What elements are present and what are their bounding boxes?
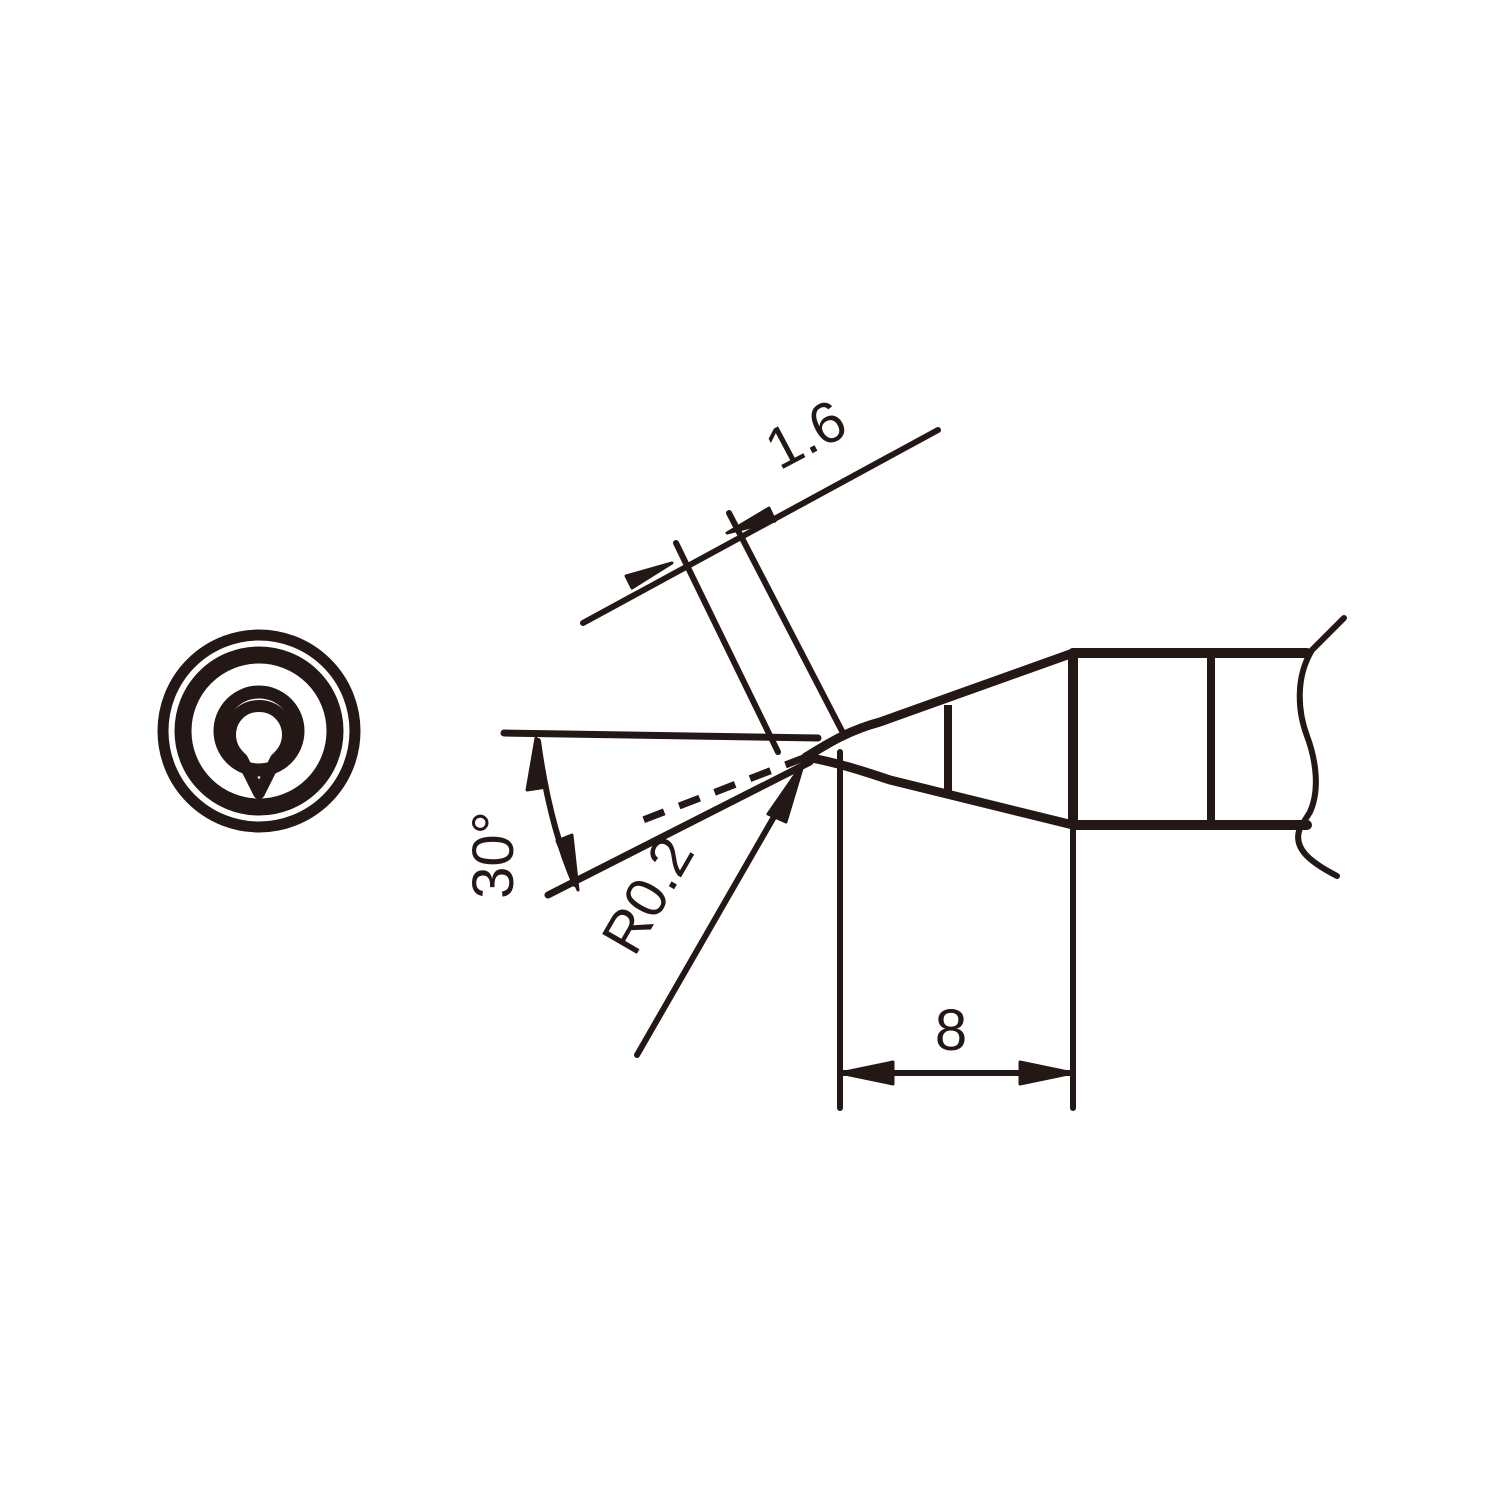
end-view-inner-ring xyxy=(213,685,305,777)
dimension-1-6-group: 1.6 xyxy=(580,387,941,755)
dimension-30-degrees-label: 30° xyxy=(461,811,526,899)
dimension-8-label: 8 xyxy=(935,998,967,1063)
dimension-30-group: 30° xyxy=(461,729,822,899)
dim-r0-2-leader-line xyxy=(634,772,801,1058)
dim-8-arrowhead-right xyxy=(1018,1060,1075,1086)
dimension-r0-2-label: R0.2 xyxy=(589,826,707,965)
end-view-outer-ring xyxy=(157,629,361,833)
dim-r0-2-arrowhead xyxy=(766,760,806,824)
dimension-30-arrowhead-bottom xyxy=(555,833,580,892)
dim-8-arrowhead-left xyxy=(838,1060,895,1086)
dim-1-6-arrowhead-left xyxy=(624,561,674,590)
dimension-1-6-label: 1.6 xyxy=(755,387,857,482)
end-view-second-ring xyxy=(174,646,344,816)
angle-reference-lower-line xyxy=(544,758,814,899)
tip-lower-profile xyxy=(801,752,1078,830)
tip-upper-profile xyxy=(801,648,1078,762)
dimension-8-group: 8 xyxy=(837,749,1076,1111)
dim-1-6-dimension-line xyxy=(580,427,941,626)
tip-centerline-dashed xyxy=(641,753,808,824)
dimension-30-arrowhead-top xyxy=(525,736,549,792)
end-view-droplet-icon xyxy=(224,700,294,799)
dim-1-6-arrowhead-right xyxy=(725,506,777,535)
dim-1-6-extension-left xyxy=(673,540,781,755)
angle-reference-horizontal-line xyxy=(500,729,822,742)
end-view-group xyxy=(157,629,361,833)
dim-1-6-extension-right xyxy=(726,510,846,736)
dimension-r0-2-group: R0.2 xyxy=(589,760,806,1058)
break-line xyxy=(1295,615,1347,879)
